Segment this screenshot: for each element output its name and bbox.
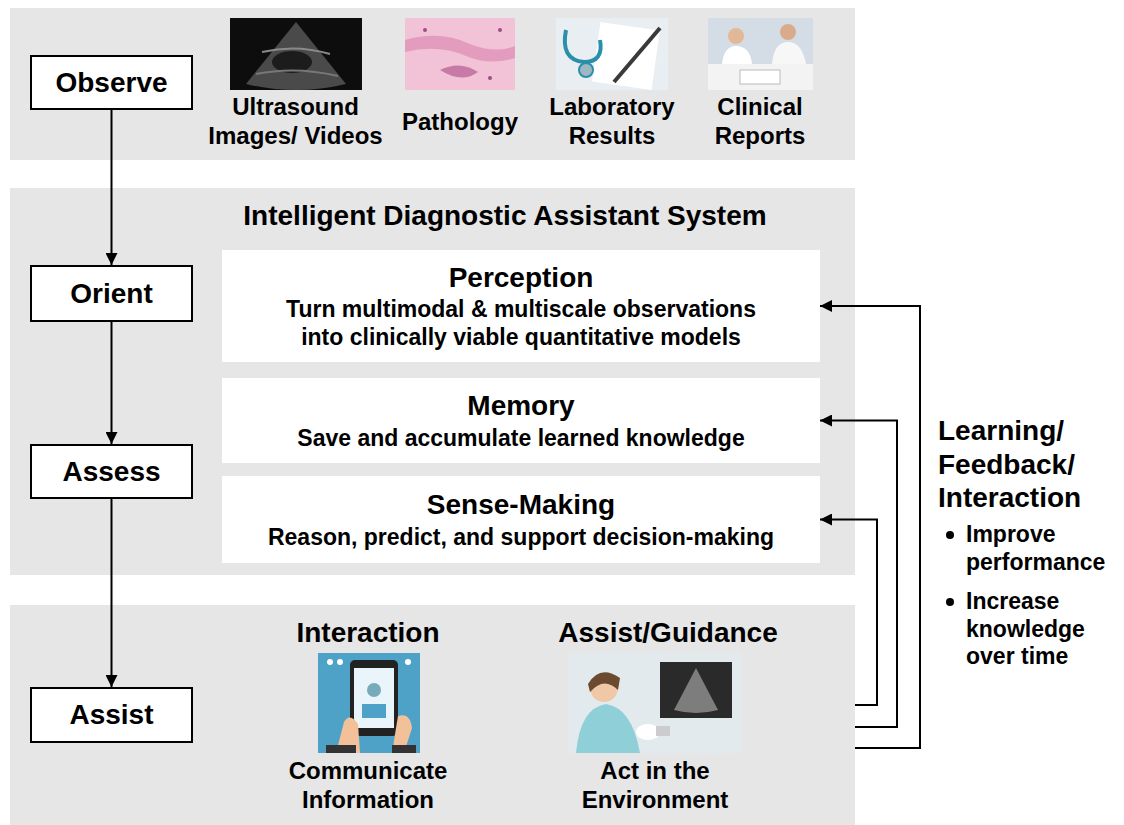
pathology-cell (423, 28, 427, 32)
person-body (722, 46, 752, 64)
module-box: PerceptionTurn multimodal & multiscale o… (222, 250, 820, 362)
scanning-ground (568, 653, 742, 753)
flow-arrow (111, 322, 113, 444)
stage-box: Assist (30, 687, 193, 743)
probe (656, 726, 670, 736)
flow-arrow (820, 306, 920, 748)
sleeve (392, 745, 416, 753)
caption-text: Interaction (258, 616, 478, 650)
module-heading: Memory (467, 389, 574, 423)
section-band: Ultrasound Images/ VideosPathologyLabora… (10, 8, 855, 160)
bullet-text: Improve performance (966, 521, 1116, 576)
phone-picture (318, 653, 420, 753)
stage-box: Orient (30, 265, 193, 322)
module-description: Reason, predict, and support decision-ma… (268, 524, 774, 552)
ultrasound-speckle (262, 48, 330, 54)
hand (336, 717, 360, 753)
side-heading: Learning/ Feedback/ Interaction (938, 414, 1113, 515)
nurse-hair (588, 672, 620, 692)
scanning-picture (568, 653, 742, 753)
person-head (780, 24, 796, 40)
module-heading: Sense-Making (427, 488, 615, 522)
pathology-cell (488, 76, 492, 80)
stage-label: Orient (70, 277, 152, 311)
caption-text: Communicate Information (278, 757, 458, 815)
ultrasound-picture (230, 18, 362, 90)
laboratory-picture (556, 18, 668, 90)
bullet-dot (946, 598, 954, 606)
phone-body (350, 660, 398, 736)
laboratory-ground (556, 18, 668, 90)
glove (636, 724, 660, 740)
app-icon (405, 659, 411, 665)
stage-label: Assess (62, 455, 160, 489)
pen (614, 28, 660, 82)
sleeve (326, 745, 356, 753)
flow-arrow (820, 421, 897, 728)
phone-avatar (367, 683, 381, 697)
ultrasound-ground (230, 18, 362, 90)
pathology-picture (405, 18, 515, 90)
system-title: Intelligent Diagnostic Assistant System (205, 199, 805, 233)
app-icon (337, 659, 343, 665)
stage-label: Observe (55, 66, 167, 100)
phone-card (362, 704, 386, 718)
ultrasound-lesion (272, 51, 312, 73)
section-band: InteractionCommunicate Information Assist… (10, 605, 855, 825)
person-head (728, 28, 744, 44)
phone-screen (354, 668, 394, 728)
monitor-scan (674, 668, 718, 713)
app-icon (327, 659, 333, 665)
pathology-cell (498, 28, 502, 32)
caption-text: Act in the Environment (565, 757, 745, 815)
clinical-ground (708, 18, 813, 90)
stethoscope-head (579, 63, 593, 77)
monitor (660, 662, 732, 718)
stage-label: Assist (69, 698, 153, 732)
caption-text: Assist/Guidance (538, 616, 798, 650)
module-box: MemorySave and accumulate learned knowle… (222, 378, 820, 463)
ultrasound-fan (246, 22, 346, 90)
pathology-tissue (405, 36, 515, 62)
module-description: Turn multimodal & multiscale observation… (271, 296, 771, 351)
lab-sheet (592, 22, 660, 90)
nurse-head (590, 674, 618, 702)
module-heading: Perception (449, 261, 594, 295)
person-body (772, 42, 806, 64)
stage-box: Observe (30, 55, 193, 110)
caption-text: Pathology (390, 108, 530, 137)
flow-arrow (820, 520, 877, 706)
section-band: Intelligent Diagnostic Assistant SystemO… (10, 188, 855, 575)
pathology-ground (405, 18, 515, 90)
caption-text: Ultrasound Images/ Videos (203, 93, 388, 151)
flow-arrow (111, 499, 113, 687)
nurse-body (576, 704, 640, 753)
phone-ground (318, 653, 420, 753)
stethoscope (565, 30, 601, 62)
desk (708, 64, 813, 90)
bullet-text: Increase knowledge over time (966, 588, 1116, 671)
stage-box: Assess (30, 444, 193, 499)
report-sheet (740, 70, 780, 84)
caption-text: Clinical Reports (695, 93, 825, 151)
caption-text: Laboratory Results (537, 93, 687, 151)
hand (392, 715, 412, 753)
bullet-dot (946, 531, 954, 539)
pathology-gland (440, 65, 478, 77)
module-box: Sense-MakingReason, predict, and support… (222, 476, 820, 563)
module-description: Save and accumulate learned knowledge (297, 425, 744, 453)
ultrasound-speckle (256, 70, 338, 76)
clinical-reports-picture (708, 18, 813, 90)
flow-arrow (111, 110, 113, 265)
